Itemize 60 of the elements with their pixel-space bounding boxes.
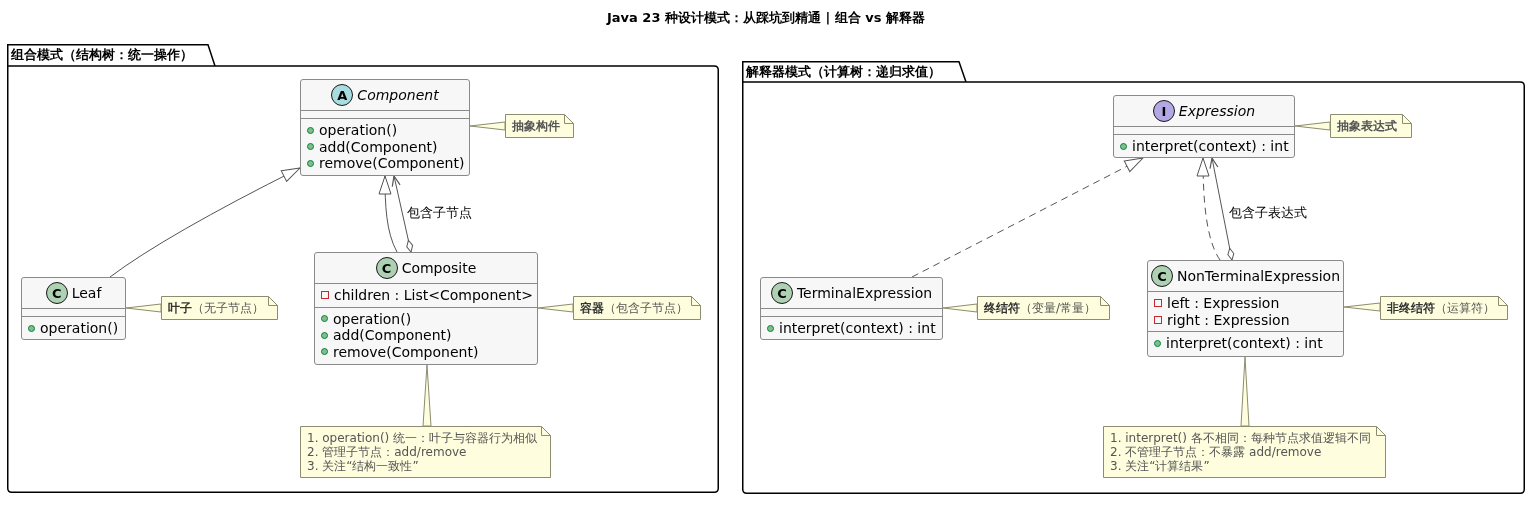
note: 容器（包含子节点） xyxy=(573,296,701,320)
realization-arrow xyxy=(1196,157,1221,261)
stereotype-circle: C xyxy=(770,282,793,304)
note: 抽象构件 xyxy=(505,114,574,138)
edge-label: 包含子节点 xyxy=(406,205,473,221)
inheritance-arrow xyxy=(109,167,301,278)
class-name: Expression xyxy=(1178,102,1256,120)
class-name: Component xyxy=(357,86,439,104)
method-text: remove(Component) xyxy=(319,155,465,172)
package-frame xyxy=(7,44,719,493)
package-title: 解释器模式（计算树：递归求值） xyxy=(746,64,941,80)
class-name: Composite xyxy=(401,259,477,277)
stereotype-circle: C xyxy=(1150,265,1173,287)
note: 1. operation() 统一：叶子与容器行为相似 2. 管理子节点：add/remove 3. 关注“结构一致性” xyxy=(300,426,551,478)
note-connector xyxy=(1294,121,1331,131)
note: 1. interpret() 各不相同：每种节点求值逻辑不同 2. 不管理子节点：不暴露 add/remove 3. 关注“计算结果” xyxy=(1103,426,1386,478)
stereotype-circle: C xyxy=(375,257,398,279)
package-title: 组合模式（结构树：统一操作） xyxy=(11,47,193,63)
note: 非终结符（运算符） xyxy=(1380,296,1508,320)
method-text: add(Component) xyxy=(319,138,438,155)
edge-label: 包含子表达式 xyxy=(1228,205,1308,221)
note-connector xyxy=(942,303,978,313)
package-frame xyxy=(742,61,1525,494)
note-connector xyxy=(125,303,162,313)
note: 终结符（变量/常量） xyxy=(977,296,1110,320)
method-text: interpret(context) : int xyxy=(1166,335,1323,352)
realization-arrow xyxy=(911,157,1144,278)
class-name: Leaf xyxy=(71,284,102,302)
note-connector xyxy=(537,303,574,313)
note: 抽象表达式 xyxy=(1330,114,1412,138)
stereotype-circle: C xyxy=(45,282,68,304)
class-name: TerminalExpression xyxy=(796,284,933,302)
method-text: operation() xyxy=(40,320,119,337)
method-text: interpret(context) : int xyxy=(1132,138,1289,155)
diagram-title: Java 23 种设计模式：从踩坑到精通 | 组合 vs 解释器 xyxy=(606,10,926,26)
attribute-text: left : Expression xyxy=(1167,295,1280,312)
inheritance-arrow xyxy=(378,175,398,253)
note-connector xyxy=(1240,356,1250,427)
class-name: NonTerminalExpression xyxy=(1176,267,1341,285)
class-box xyxy=(760,277,943,340)
stereotype-circle: I xyxy=(1152,100,1175,122)
attribute-text: right : Expression xyxy=(1167,311,1290,328)
note-connector xyxy=(422,364,432,427)
method-text: remove(Component) xyxy=(333,343,479,360)
stereotype-circle: A xyxy=(331,84,354,106)
method-text: operation() xyxy=(319,122,398,139)
class-box xyxy=(1113,95,1295,158)
method-text: add(Component) xyxy=(333,327,452,344)
note-connector xyxy=(1343,302,1381,312)
aggregation-arrow xyxy=(1209,157,1235,261)
class-box xyxy=(314,252,538,365)
note-connector xyxy=(469,121,506,131)
method-text: operation() xyxy=(333,310,412,327)
note: 叶子（无子节点） xyxy=(161,296,278,320)
class-box xyxy=(1147,260,1344,357)
class-box xyxy=(300,79,470,176)
method-text: interpret(context) : int xyxy=(779,320,936,337)
aggregation-arrow xyxy=(391,175,414,253)
class-box xyxy=(21,277,126,340)
attribute-text: children : List<Component> xyxy=(334,287,533,304)
